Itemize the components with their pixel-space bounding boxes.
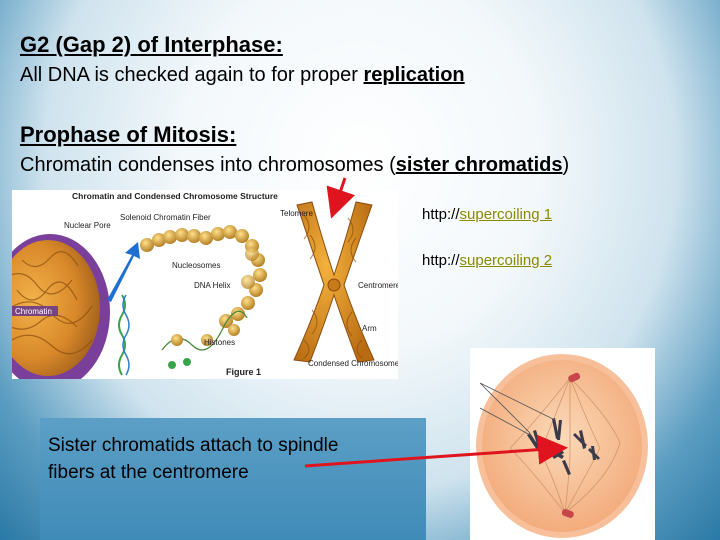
prophase-cell-image: [470, 348, 655, 540]
histones-label: Histones: [204, 338, 235, 347]
supercoiling-2-link[interactable]: supercoiling 2: [459, 252, 553, 269]
chromatin-figure: Chromatin and Condensed Chromosome Struc…: [12, 190, 398, 379]
pointer-lines: [479, 382, 556, 437]
caption-box: [40, 418, 426, 540]
centrosome-top: [568, 372, 581, 383]
centrosome-bottom: [561, 508, 574, 518]
arm-label: Arm: [362, 324, 377, 333]
blue-arrow: [107, 242, 140, 302]
supercoiling-link-2-row: http://supercoiling 2: [422, 252, 552, 269]
link-prefix: http://: [422, 206, 460, 223]
figure-number: Figure 1: [226, 367, 261, 377]
prophase-description: Chromatin condenses into chromosomes (si…: [20, 154, 569, 177]
sister-chromatids-term: sister chromatids: [395, 154, 563, 176]
condensed-chromosome: [293, 201, 375, 363]
cytoplasm: [482, 360, 642, 532]
chromatin-diagram: Chromatin and Condensed Chromosome Struc…: [12, 191, 398, 379]
nuclear-pore-label: Nuclear Pore: [64, 221, 111, 230]
caption-line-1: Sister chromatids attach to spindle: [48, 435, 339, 456]
g2-text: All DNA is checked again to for proper: [20, 64, 364, 86]
dna-helix-label: DNA Helix: [194, 281, 230, 290]
centromere-label: Centromere: [358, 281, 398, 290]
caption: Sister chromatids attach to spindle fibe…: [48, 432, 338, 486]
telomere-label: Telomere: [280, 209, 313, 218]
cell-diagram: [476, 354, 648, 538]
spindle-fibers: [509, 377, 621, 514]
prophase-text-end: ): [562, 154, 570, 176]
link-prefix: http://: [422, 252, 460, 269]
chromatin-label: Chromatin: [15, 307, 52, 316]
prophase-heading: Prophase of Mitosis:: [20, 122, 237, 147]
figure-title: Chromatin and Condensed Chromosome Struc…: [72, 191, 278, 201]
supercoiling-1-link[interactable]: supercoiling 1: [459, 206, 553, 223]
chromatin-tag: [12, 306, 58, 316]
condensed-chromosome-label: Condensed Chromosome: [308, 359, 398, 368]
caption-line-2: fibers at the centromere: [48, 462, 249, 483]
replication-term: replication: [363, 64, 465, 86]
nucleosomes-label: Nucleosomes: [172, 261, 220, 270]
solenoid-label: Solenoid Chromatin Fiber: [120, 213, 211, 222]
prophase-text: Chromatin condenses into chromosomes (: [20, 154, 396, 176]
g2-description: All DNA is checked again to for proper r…: [20, 64, 465, 87]
solenoid-fiber: [140, 225, 267, 328]
supercoiling-link-1-row: http://supercoiling 1: [422, 206, 552, 223]
g2-heading: G2 (Gap 2) of Interphase:: [20, 32, 283, 57]
dna-helix: [118, 294, 126, 376]
